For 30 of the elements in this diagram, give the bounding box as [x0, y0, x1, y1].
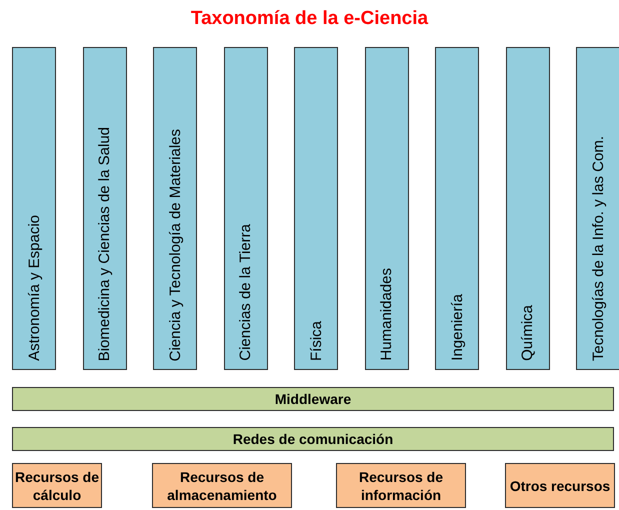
resource-box	[152, 463, 292, 508]
band-label: Middleware	[274, 391, 352, 407]
category-bar	[82, 47, 126, 370]
bar-label: Tecnologías de la Info. y las Com.	[590, 136, 606, 361]
bar-label: Biomedicina y Ciencias de la Salud	[96, 126, 113, 361]
category-bar	[294, 47, 338, 370]
bar-label: Astronomía y Espacio	[26, 215, 42, 361]
bar-label: Química	[519, 305, 536, 361]
resource-box	[336, 463, 466, 508]
box-label: Otros recursos	[510, 476, 610, 494]
bar-label: Ingeniería	[448, 294, 466, 361]
category-bar	[364, 47, 408, 370]
title: Taxonomía de la e-Ciencia	[190, 8, 428, 29]
bar-label: Física	[308, 320, 324, 361]
category-bar	[12, 47, 56, 370]
bar-label: Ciencias de la Tierra	[237, 224, 254, 361]
category-bar	[224, 47, 268, 370]
resource-box	[505, 463, 615, 508]
band-label: Redes de comunicación	[232, 431, 394, 447]
box-label: Recursos de almacenamiento	[166, 468, 278, 504]
bar-label: Humanidades	[378, 268, 395, 361]
category-bar	[506, 47, 550, 370]
box-label: Recursos de información	[358, 468, 444, 504]
category-bar	[435, 47, 479, 370]
layer-band	[12, 387, 614, 411]
bar-label: Ciencia y Tecnología de Materiales	[166, 128, 184, 361]
layer-band	[12, 427, 614, 451]
category-bar	[153, 47, 197, 370]
box-label: Recursos de cálculo	[14, 468, 100, 504]
category-bar	[576, 47, 619, 370]
